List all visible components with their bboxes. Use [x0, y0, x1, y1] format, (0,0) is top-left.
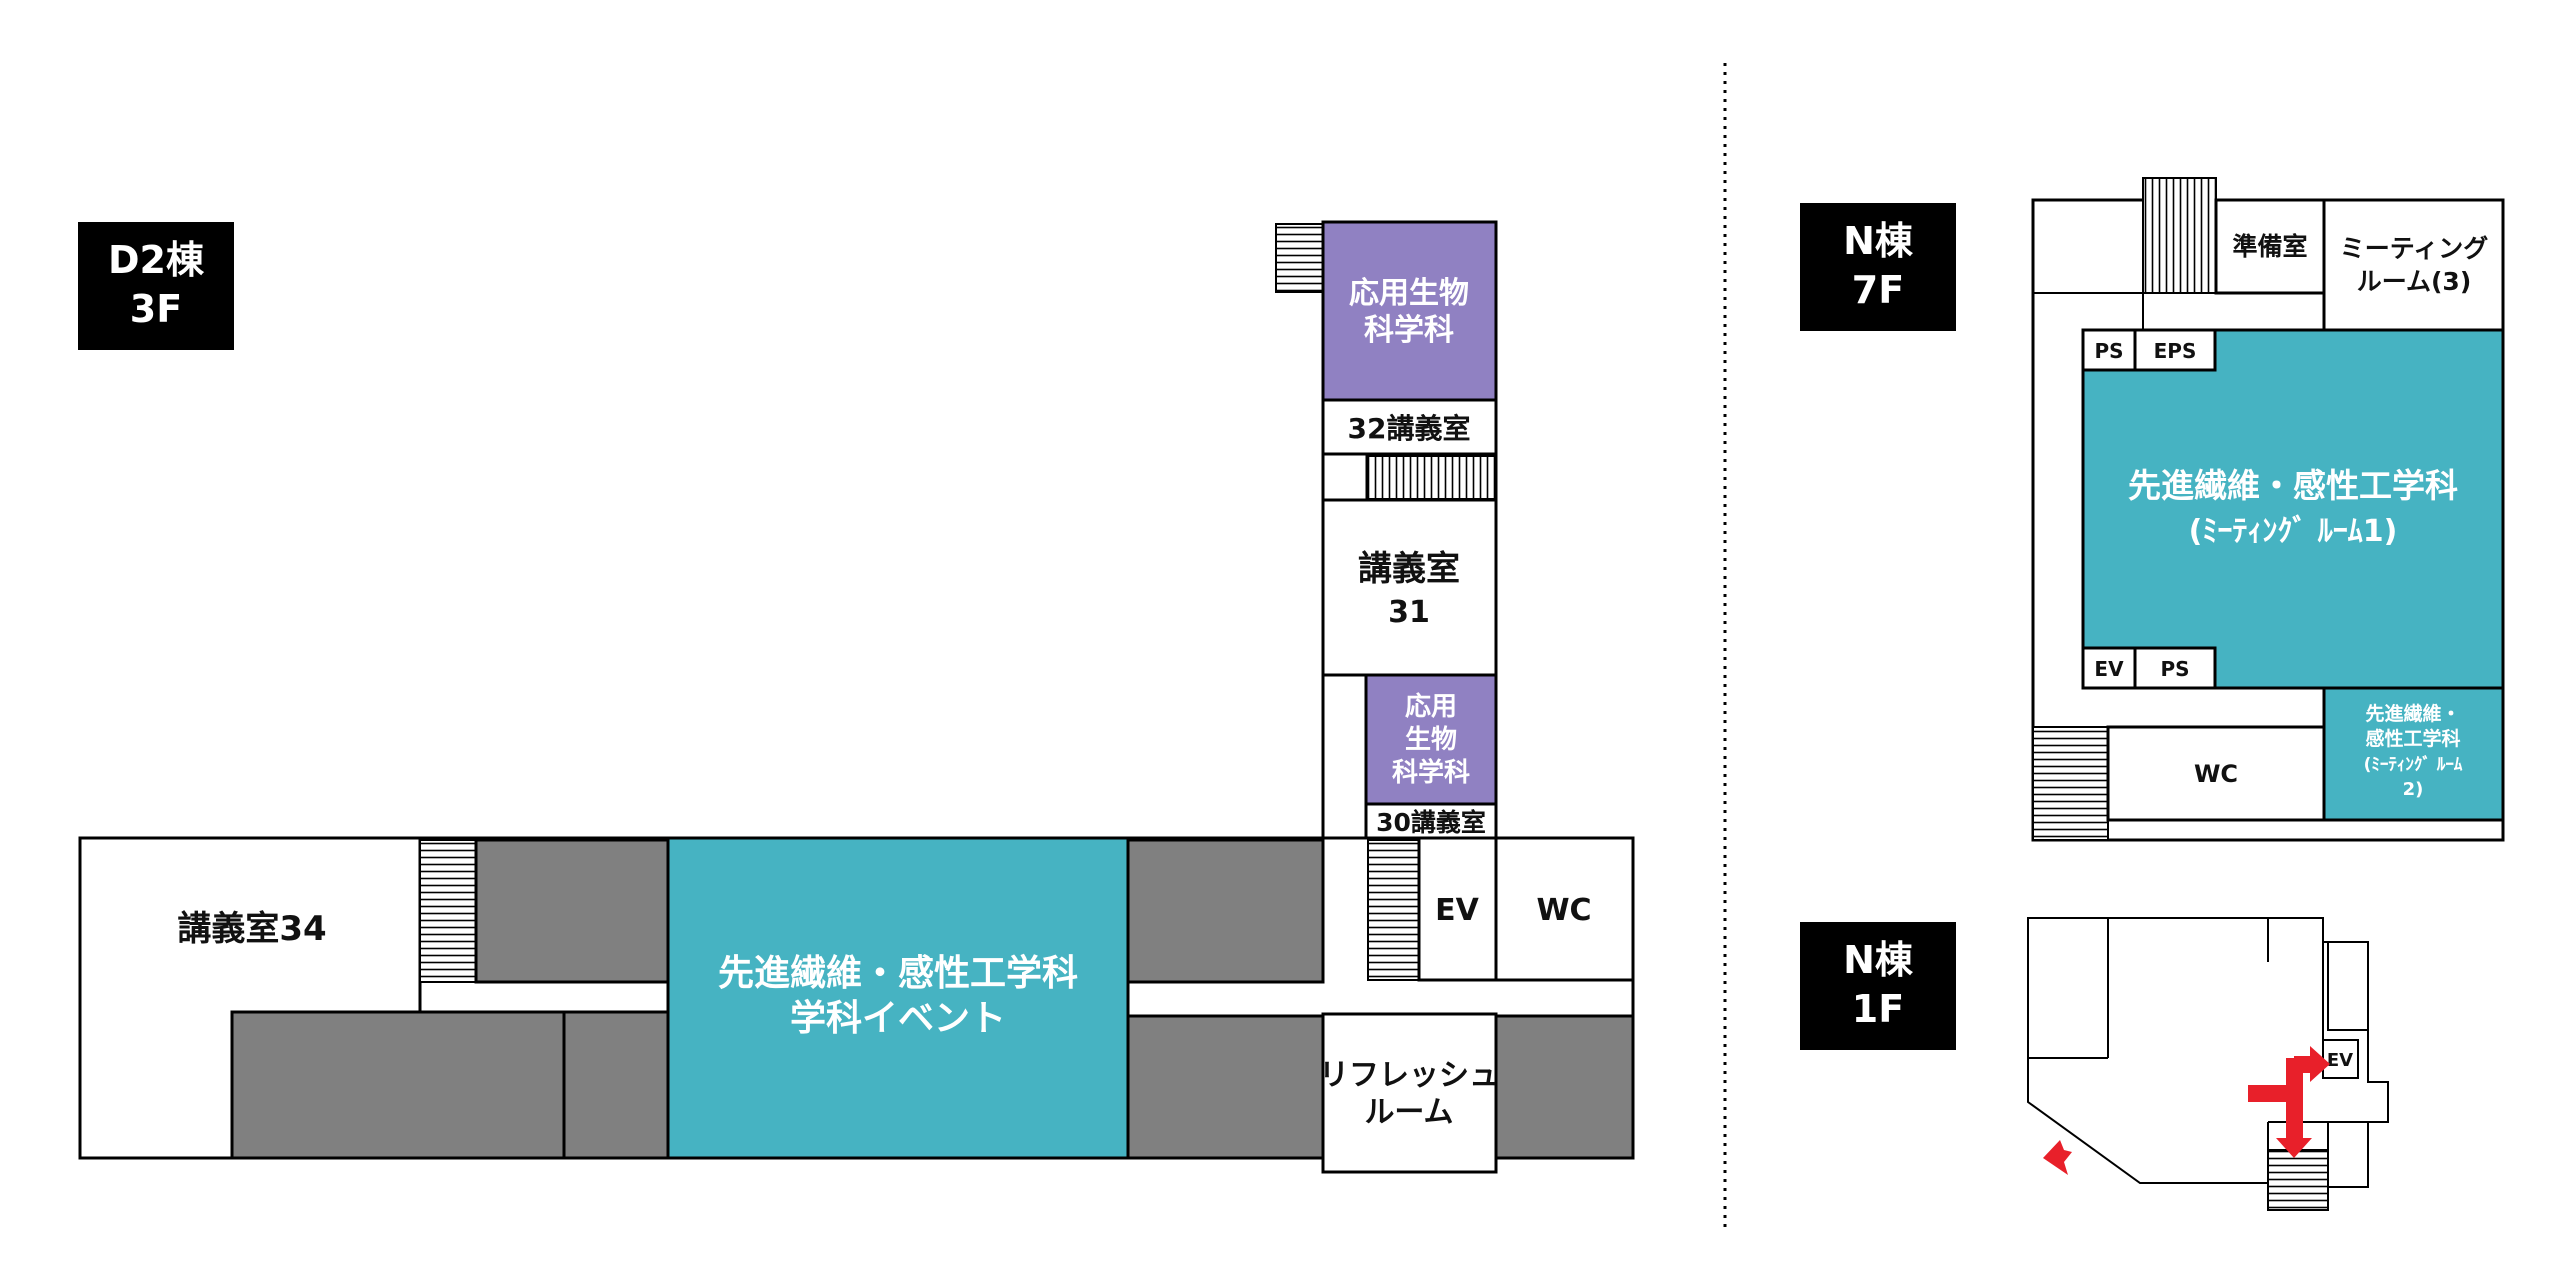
route-arrow [2248, 1046, 2330, 1158]
meeting-room-2-line1: 先進繊維・ [2365, 702, 2460, 725]
n7-tag-line2: 7F [1852, 268, 1904, 312]
event-room[interactable] [666, 836, 1130, 1160]
d2-floor-tag [78, 222, 234, 350]
bio-room-top[interactable] [1321, 220, 1498, 402]
d2-tag-line1: D2棟 [108, 238, 205, 282]
room-30-label: 30講義室 [1376, 808, 1486, 837]
n1-elevator [2322, 1039, 2359, 1079]
n1-room [2327, 941, 2369, 1031]
n1-building: N棟 1F EV [1800, 917, 2389, 1211]
room-30 [1364, 802, 1498, 840]
n7-stairs-north [2142, 177, 2217, 294]
d2-other-area [1126, 838, 1325, 984]
meeting-room-2-line3: (ﾐｰﾃｨﾝｸﾞ ﾙｰﾑ [2364, 754, 2463, 775]
n7-restroom-label: WC [2194, 760, 2238, 788]
meeting-room-2-line2: 感性工学科 [2365, 727, 2460, 750]
d2-other-area [230, 1010, 566, 1160]
n1-floor-tag [1800, 922, 1956, 1050]
n7-eps-label: EPS [2154, 339, 2197, 363]
n1-elevator-label: EV [2327, 1050, 2353, 1071]
d2-stairs-west [419, 839, 477, 983]
meeting-room-2-line4: 2) [2403, 779, 2424, 800]
d2-other-area [562, 1010, 670, 1160]
bio-room-top-line1: 応用生物 [1349, 276, 1469, 311]
d2-stairs-north [1275, 223, 1324, 293]
d2-building: D2棟 3F 講義室34 先進繊維・感性工学科 学科イベント 応用生物 科学科 [78, 220, 1635, 1174]
d2-other-area [1494, 1014, 1635, 1160]
bio-room-top-line2: 科学科 [1364, 313, 1454, 348]
meeting-room-3-line1: ミーティング [2340, 234, 2489, 263]
meeting-room-2[interactable] [2322, 686, 2505, 822]
room-31-line1: 講義室 [1358, 549, 1460, 589]
n7-floor-tag [1800, 203, 1956, 331]
n7-ps-bottom [2133, 646, 2217, 690]
refresh-room [1321, 1012, 1498, 1174]
room-32-label: 32講義室 [1348, 412, 1471, 445]
meeting-room-1-line1: 先進繊維・感性工学科 [2128, 466, 2458, 505]
room-32 [1321, 398, 1498, 456]
meeting-room-3-line2: ルーム(3) [2357, 267, 2472, 296]
n1-tag-line1: N棟 [1843, 938, 1914, 982]
refresh-room-line2: ルーム [1364, 1095, 1453, 1130]
room-31-line2: 31 [1388, 595, 1430, 630]
bio-room-mid-line2: 生物 [1405, 725, 1457, 755]
bio-room-mid-line1: 応用 [1405, 691, 1457, 722]
d2-other-area [1126, 1014, 1325, 1160]
d2-restroom [1494, 836, 1635, 982]
n1-stairs [2267, 1149, 2329, 1211]
entrance-arrow [2043, 1140, 2072, 1175]
n7-tag-line1: N棟 [1843, 219, 1914, 263]
meeting-room-3 [2322, 198, 2505, 332]
n7-ps-bottom-label: PS [2160, 657, 2189, 681]
room-31 [1321, 498, 1498, 677]
d2-restroom-label: WC [1536, 893, 1591, 928]
d2-other-area [474, 838, 670, 984]
n7-building: N棟 7F 準備室 ミーティング ルーム(3) 先進繊維・感性工学科 (ﾐｰﾃｨ… [1800, 177, 2505, 842]
d2-small-room [1321, 452, 1369, 502]
d2-tag-line2: 3F [130, 287, 182, 331]
n7-elevator-label: EV [2094, 657, 2124, 681]
n7-stairs-south [2032, 726, 2109, 841]
refresh-room-line1: リフレッシュ [1319, 1058, 1499, 1093]
meeting-room-1-line2: (ﾐｰﾃｨﾝｸﾞ ﾙｰﾑ1) [2189, 514, 2398, 549]
n7-restroom [2106, 725, 2326, 822]
n7-eps [2133, 328, 2217, 372]
event-room-label-line1: 先進繊維・感性工学科 [718, 952, 1078, 994]
n7-ps-top-label: PS [2094, 339, 2123, 363]
d2-elevator-label: EV [1435, 893, 1479, 928]
prep-room-label: 準備室 [2232, 232, 2307, 261]
bio-room-mid-line3: 科学科 [1392, 757, 1470, 788]
d2-stairs-east [1367, 839, 1420, 981]
event-room-label-line2: 学科イベント [790, 997, 1006, 1039]
n1-tag-line2: 1F [1852, 987, 1904, 1031]
n1-room [2327, 1121, 2369, 1188]
room-34-label: 講義室34 [177, 909, 326, 949]
bio-room-mid[interactable] [1364, 673, 1498, 806]
meeting-room-1[interactable] [2081, 328, 2505, 690]
d2-stairs-center [1366, 455, 1496, 500]
